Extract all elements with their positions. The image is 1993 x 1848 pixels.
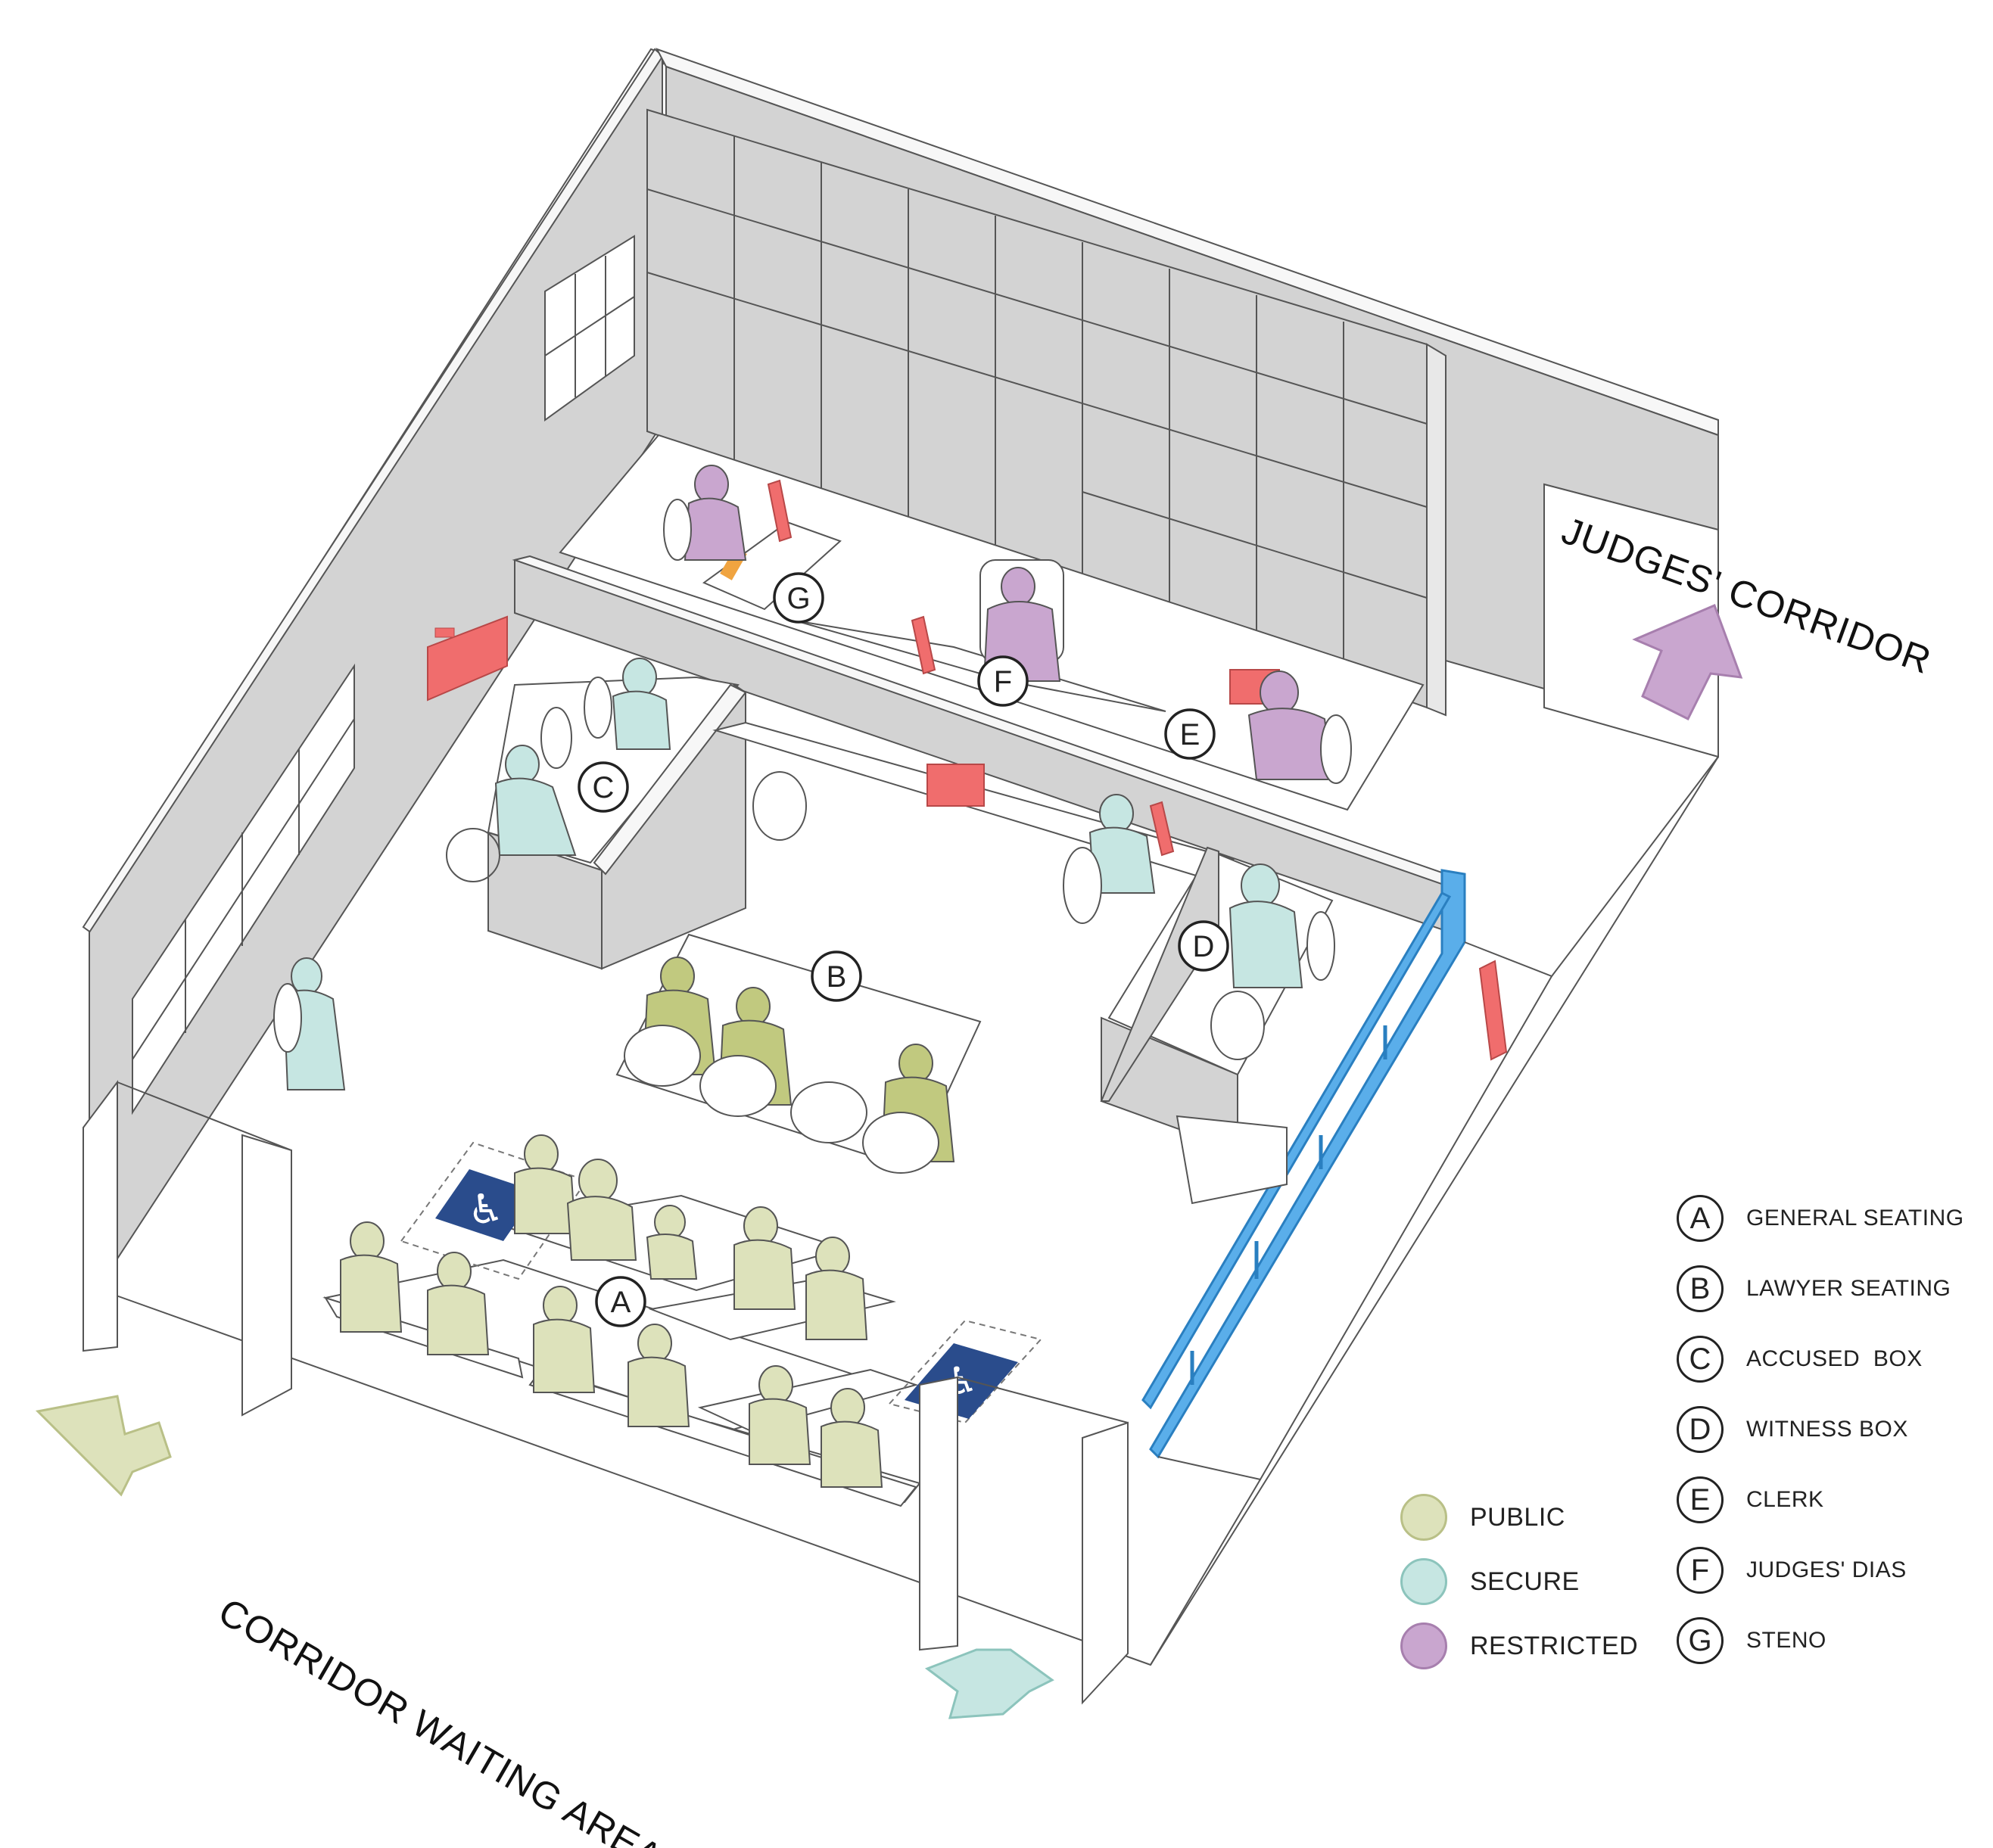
legend-key-b: B LAWYER SEATING — [1677, 1262, 1951, 1315]
secure-swatch — [1400, 1558, 1447, 1605]
entrance-door-left — [83, 1080, 292, 1417]
restricted-swatch — [1400, 1622, 1447, 1669]
legend-key-label: LAWYER SEATING — [1746, 1276, 1951, 1301]
person-officer-centre — [1063, 794, 1156, 924]
public-audience — [340, 1134, 883, 1488]
person-accused-1 — [584, 658, 671, 750]
person-officer-left — [273, 957, 346, 1090]
legend-zone-restricted: RESTRICTED — [1400, 1619, 1638, 1672]
svg-text:C: C — [593, 771, 615, 804]
marker-a: A — [595, 1276, 646, 1327]
marker-e: E — [1164, 708, 1216, 760]
legend-zone-label: SECURE — [1470, 1566, 1580, 1596]
marker-g: G — [773, 572, 824, 624]
back-wall — [646, 48, 1719, 758]
empty-chairs — [540, 707, 1288, 1205]
arrow-restricted-icon — [1632, 603, 1743, 721]
legend-key-letter: D — [1677, 1406, 1724, 1453]
wheelchair-space-1: ♿ — [400, 1141, 588, 1280]
right-partition — [1150, 756, 1719, 1666]
person-clerk — [1247, 670, 1352, 784]
legend-key-letter: G — [1677, 1617, 1724, 1664]
legend-key-label: ACCUSED BOX — [1746, 1346, 1923, 1371]
legend-key-letter: B — [1677, 1265, 1724, 1312]
legend-key-c: C ACCUSED BOX — [1677, 1333, 1923, 1386]
marker-c: C — [578, 761, 629, 813]
legend-key-letter: E — [1677, 1476, 1724, 1523]
legend-key-label: WITNESS BOX — [1746, 1417, 1908, 1442]
window-upper — [544, 235, 635, 422]
svg-text:F: F — [994, 665, 1012, 698]
legend-key-label: CLERK — [1746, 1487, 1824, 1512]
legend-key-g: G STENO — [1677, 1614, 1826, 1667]
wall-screen-left — [427, 615, 508, 702]
public-swatch — [1400, 1494, 1447, 1541]
legend-key-letter: A — [1677, 1195, 1724, 1242]
legend-key-letter: F — [1677, 1547, 1724, 1594]
blue-railing — [1141, 869, 1466, 1459]
arrow-public-icon — [35, 1395, 172, 1497]
person-accused-2 — [446, 745, 577, 882]
legend-zone-label: RESTRICTED — [1470, 1631, 1639, 1660]
legend-key-label: GENERAL SEATING — [1746, 1206, 1964, 1230]
legend-zone-label: PUBLIC — [1470, 1502, 1565, 1532]
wall-screen-right — [1478, 960, 1508, 1061]
legend-key-letter: C — [1677, 1336, 1724, 1383]
wheelchair-access-icon: ♿ — [468, 1186, 504, 1234]
marker-f: F — [977, 655, 1029, 707]
arrow-secure-icon — [924, 1648, 1054, 1719]
legend-key-e: E CLERK — [1677, 1473, 1824, 1526]
svg-text:A: A — [611, 1286, 631, 1319]
person-steno — [663, 465, 747, 561]
svg-text:B: B — [827, 960, 847, 994]
person-witness — [1228, 863, 1335, 988]
legend-key-d: D WITNESS BOX — [1677, 1403, 1908, 1456]
left-wall — [82, 48, 668, 1305]
corridor-waiting-area-label: CORRIDOR WAITING AREA — [212, 1590, 670, 1848]
svg-text:E: E — [1180, 718, 1200, 751]
legend-zone-secure: SECURE — [1400, 1555, 1580, 1608]
svg-text:D: D — [1193, 930, 1215, 963]
entrance-door-right — [919, 1376, 1129, 1705]
legend-zone-public: PUBLIC — [1400, 1491, 1565, 1544]
legend-key-label: JUDGES' DIAS — [1746, 1557, 1907, 1582]
svg-text:G: G — [786, 582, 810, 615]
legend-key-f: F JUDGES' DIAS — [1677, 1544, 1907, 1597]
marker-b: B — [811, 950, 862, 1002]
legend-key-label: STENO — [1746, 1628, 1826, 1653]
legend-key-a: A GENERAL SEATING — [1677, 1192, 1964, 1245]
window-lower — [132, 663, 355, 1115]
lawyers — [624, 957, 955, 1174]
monitors — [720, 479, 1280, 857]
marker-d: D — [1178, 920, 1229, 972]
